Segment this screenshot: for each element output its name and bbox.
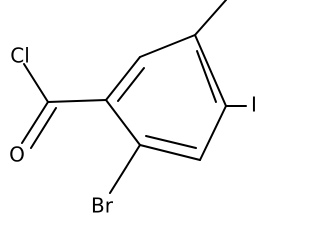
ring-bond-bottom-inner [145, 135, 197, 149]
chlorine-atom-label: Cl [10, 44, 30, 68]
ring-bond-upper-left-inner [117, 67, 145, 102]
iodine-atom-label: I [251, 93, 257, 117]
carbonyl-carbon-bond [47, 99, 107, 103]
ring-bond-upper-left [105, 56, 141, 101]
ring-bond-top [139, 34, 196, 58]
bromine-atom-label: Br [91, 194, 114, 218]
methyl-bond [194, 0, 227, 36]
ring-bond-bottom [139, 144, 201, 161]
ring-bond-top-right-inner [196, 50, 217, 103]
bromine-bond [109, 144, 141, 194]
molecule-structure-diagram: Cl O Br I [9, 0, 257, 218]
oxygen-atom-label: O [9, 143, 25, 167]
carbonyl-double-bond-inner [30, 107, 57, 149]
ring-bond-left [105, 99, 141, 146]
ring-bond-top-right [194, 34, 227, 107]
carbonyl-double-bond-outer [21, 101, 49, 144]
ring-bond-lower-right [199, 105, 227, 161]
carbon-chlorine-bond [23, 63, 49, 103]
